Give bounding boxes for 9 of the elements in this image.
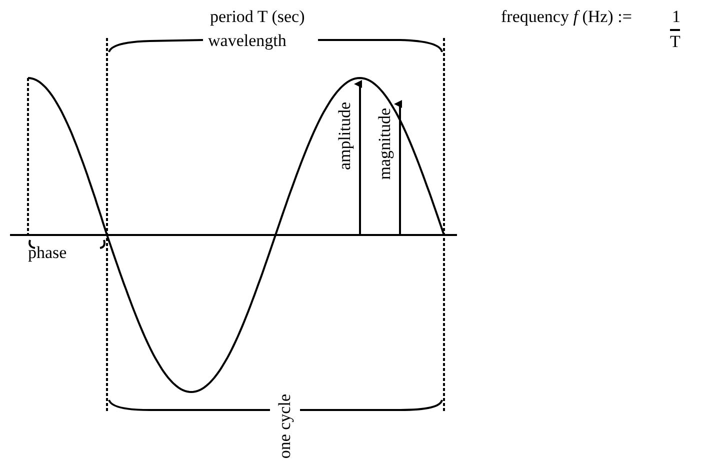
one-cycle-label: one cycle [276,394,293,459]
period-label: period T (sec) [210,8,305,25]
magnitude-label: magnitude [376,108,393,180]
phase-label: phase [28,244,67,261]
wavelength-label: wavelength [208,32,286,49]
amplitude-label: amplitude [336,102,353,170]
frequency-label: frequency f (Hz) := [501,8,632,25]
fraction-denominator: T [670,29,680,50]
fraction-numerator: 1 [672,8,680,25]
